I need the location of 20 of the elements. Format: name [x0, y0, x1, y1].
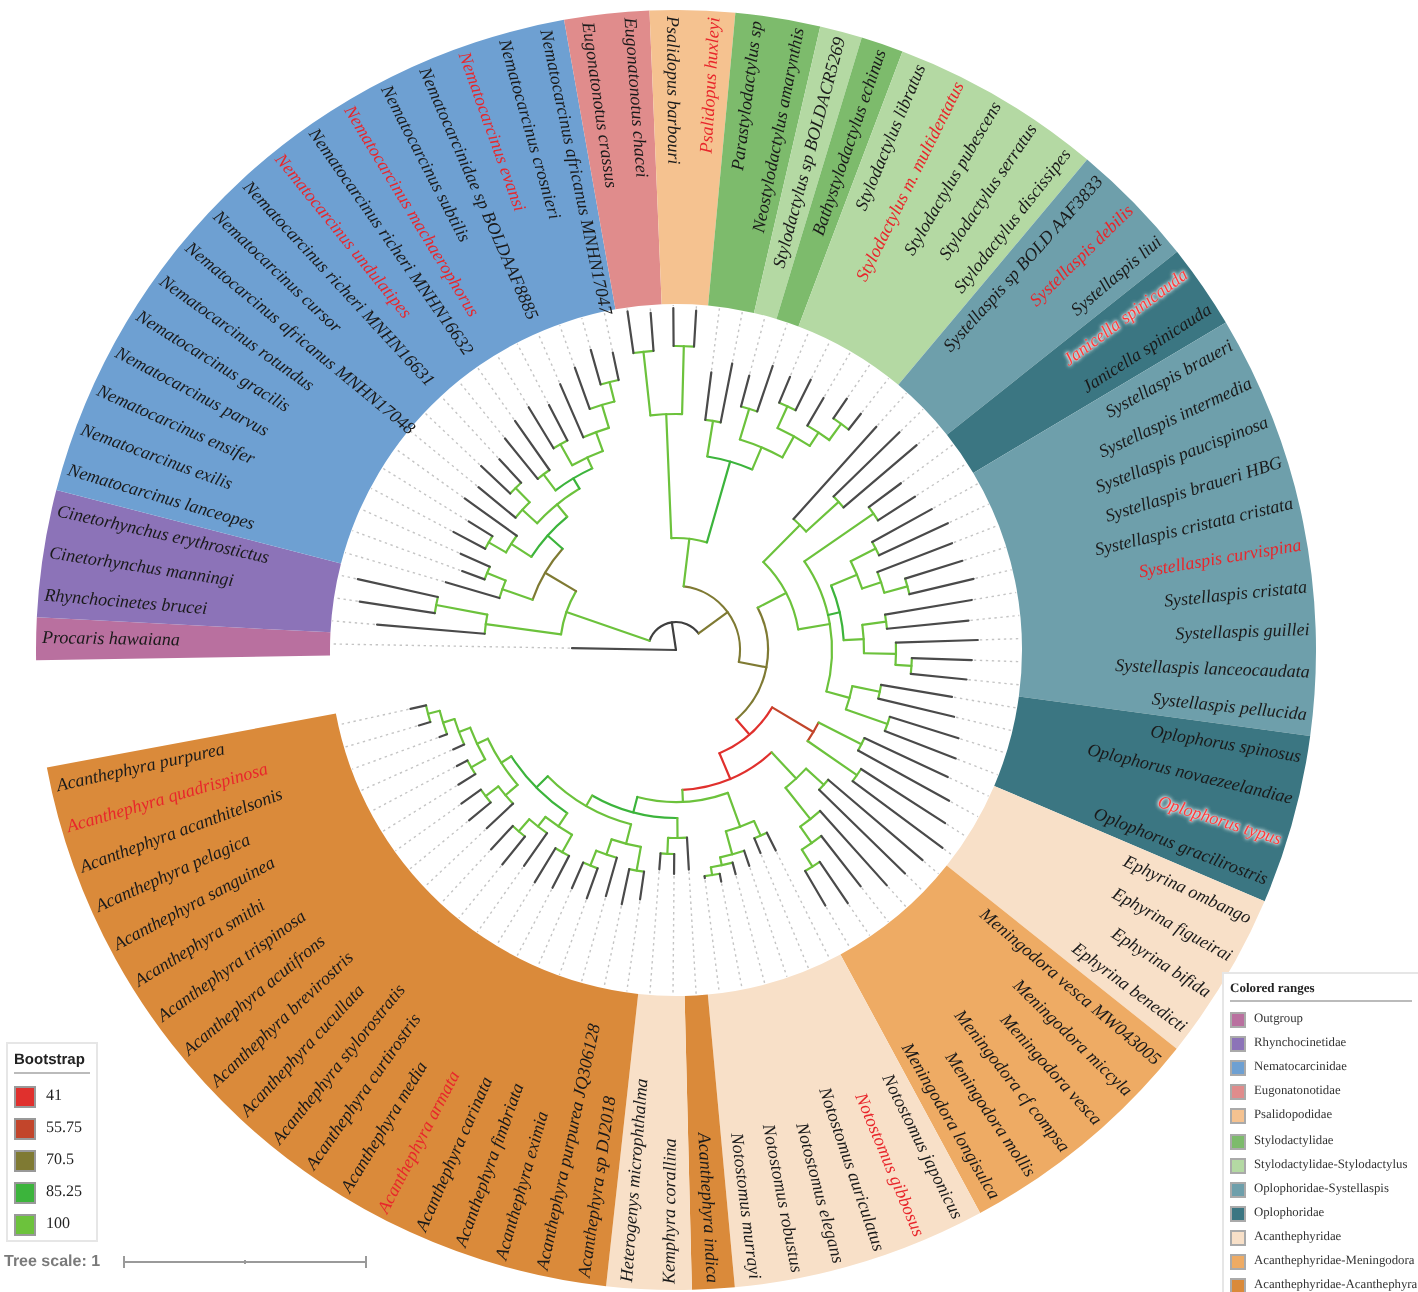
legend-label: 55.75	[46, 1118, 82, 1138]
taxon-label: Systellaspis guillei	[1174, 618, 1310, 645]
legend-label: 100	[46, 1214, 70, 1234]
legend-label: 70.5	[46, 1150, 74, 1170]
taxon-label: Procaris hawaiana	[41, 627, 181, 653]
colored-range-band	[36, 616, 332, 662]
legend-label: 41	[46, 1086, 62, 1106]
taxon-label: Notostomus murrayi	[726, 1131, 767, 1281]
taxon-label: Heterogenys microphthalma	[616, 1077, 655, 1283]
taxon-label: Eugonatonotus chacei	[617, 16, 652, 179]
taxon-label: Psalidopus huxleyi	[694, 16, 725, 155]
taxon-label: Systellaspis cristata	[1162, 575, 1308, 612]
legend-label: 85.25	[46, 1182, 82, 1202]
taxon-label: Acanthephyra indica	[693, 1132, 725, 1284]
taxon-label: Kemphyra corallina	[659, 1138, 683, 1285]
scale-label: Tree scale: 1	[4, 1252, 101, 1272]
taxon-label: Rhynchocinetes brucei	[43, 585, 209, 622]
taxon-label: Psalidopus barbouri	[660, 15, 684, 165]
taxon-label: Systellaspis lanceocaudata	[1114, 653, 1310, 683]
taxon-label: Systellaspis pellucida	[1150, 687, 1308, 725]
